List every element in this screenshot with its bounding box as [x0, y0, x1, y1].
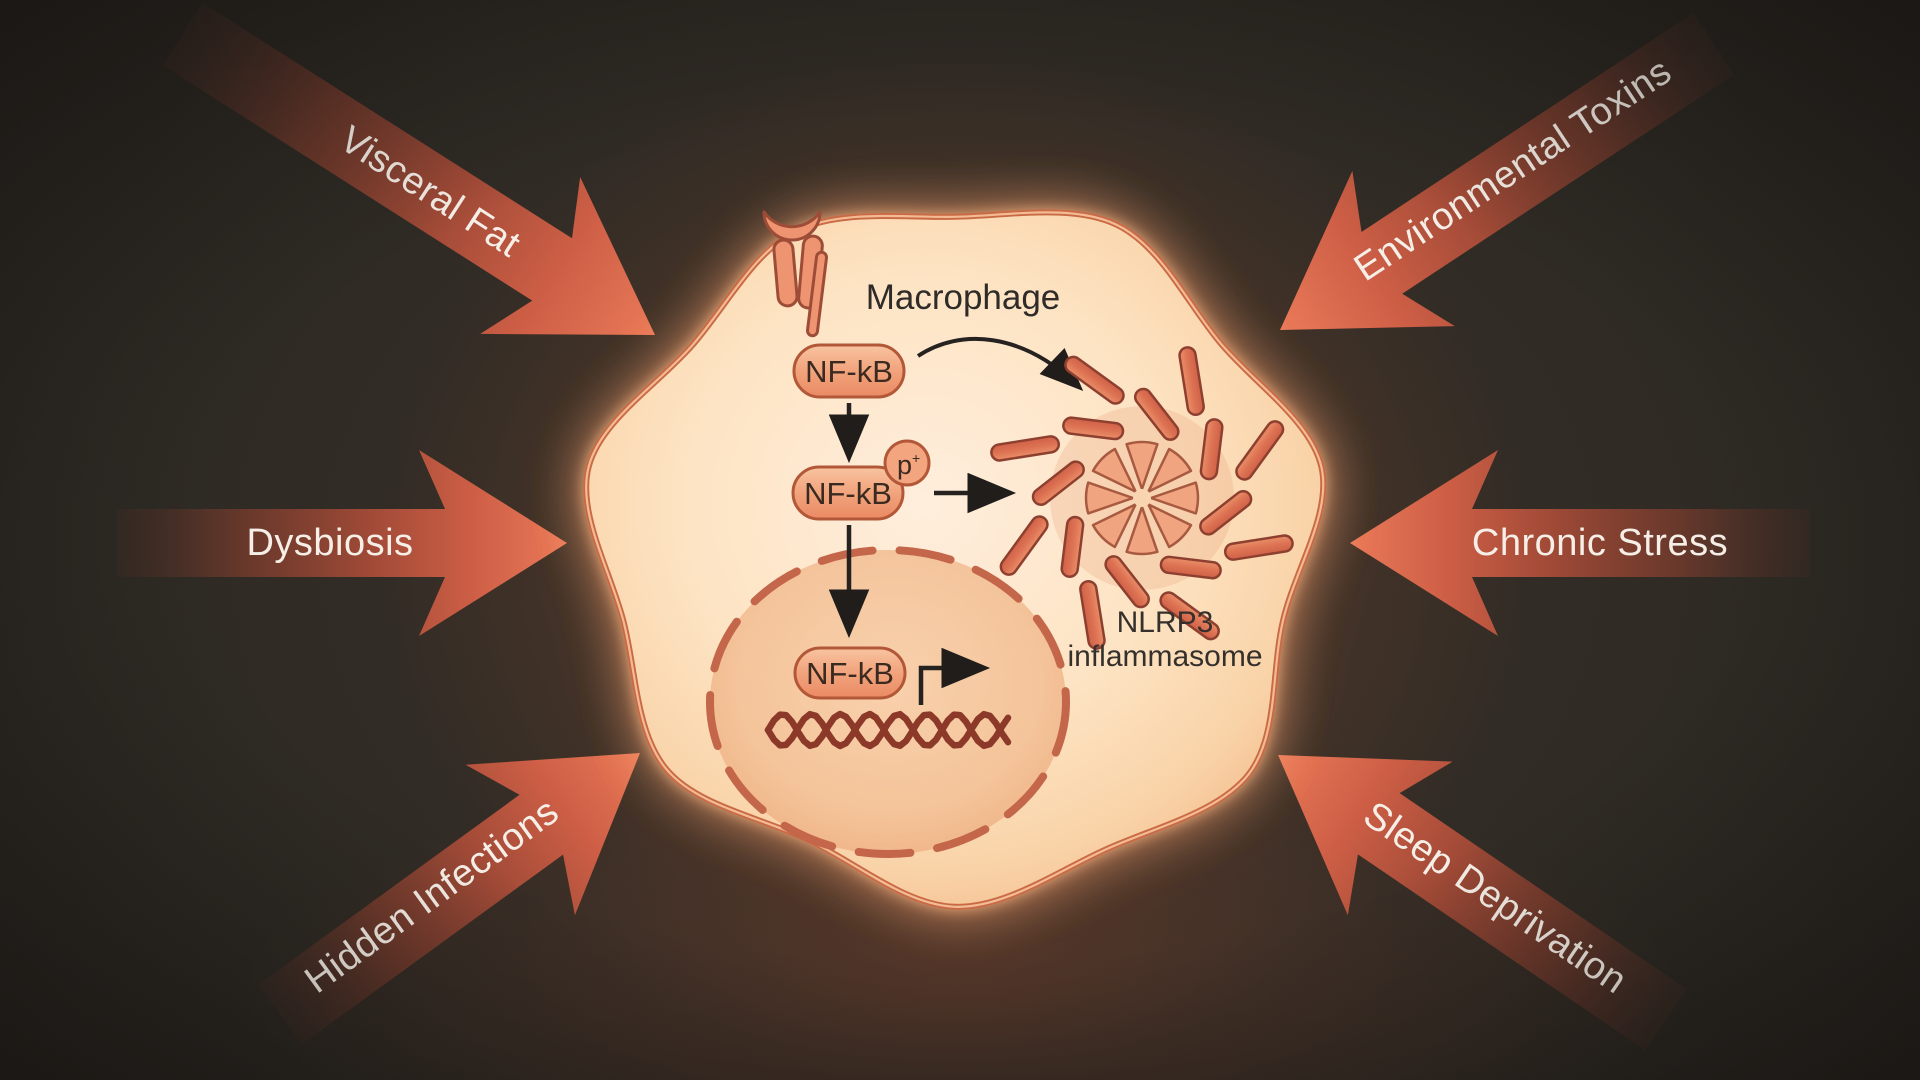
- dna-helix: [764, 710, 1012, 750]
- cell-membrane-highlight: [585, 211, 1325, 908]
- signal-arrow-curved: [916, 337, 1084, 391]
- nfkb-nucleus-label: NF-kB: [806, 656, 894, 691]
- nfkb-pill-2: NF-kB: [791, 465, 905, 521]
- nuclear-envelope: [706, 546, 1070, 858]
- chronic-stress-label: Chronic Stress: [1472, 522, 1728, 564]
- nfkb-pill-nucleus: NF-kB: [793, 646, 907, 700]
- dysbiosis-label: Dysbiosis: [246, 522, 413, 564]
- dysbiosis-arrow: [117, 450, 567, 636]
- receptor-stalk: [805, 250, 829, 338]
- cytokine-receptor: [762, 210, 829, 338]
- receptor-chain-left: [772, 238, 799, 308]
- sleep-deprivation-arrow: [1278, 755, 1688, 1051]
- visceral-fat-arrow: [162, 2, 655, 335]
- receptor-ligand-head: [762, 210, 822, 242]
- transcription-arrow: [918, 647, 991, 705]
- nucleus: [710, 550, 1066, 854]
- hidden-infections-arrow: [258, 753, 640, 1045]
- phosphate-text: p+: [897, 450, 920, 480]
- environmental-toxins-label: Environmental Toxins: [1347, 50, 1679, 290]
- nfkb-pill-1: NF-kB: [792, 343, 906, 399]
- nlrp3-inflammasome-rosette: [990, 346, 1294, 650]
- phosphate-badge: p+: [883, 439, 931, 487]
- macrophage-label: Macrophage: [866, 278, 1061, 317]
- environmental-toxins-arrow: [1280, 12, 1735, 330]
- chronic-stress-arrow: [1350, 450, 1810, 636]
- nfkb-1-label: NF-kB: [805, 354, 893, 389]
- nfkb-2-label: NF-kB: [804, 476, 892, 511]
- nlrp3-label-line1: NLRP3: [1117, 606, 1214, 639]
- nlrp3-label-line2: inflammasome: [1067, 640, 1262, 673]
